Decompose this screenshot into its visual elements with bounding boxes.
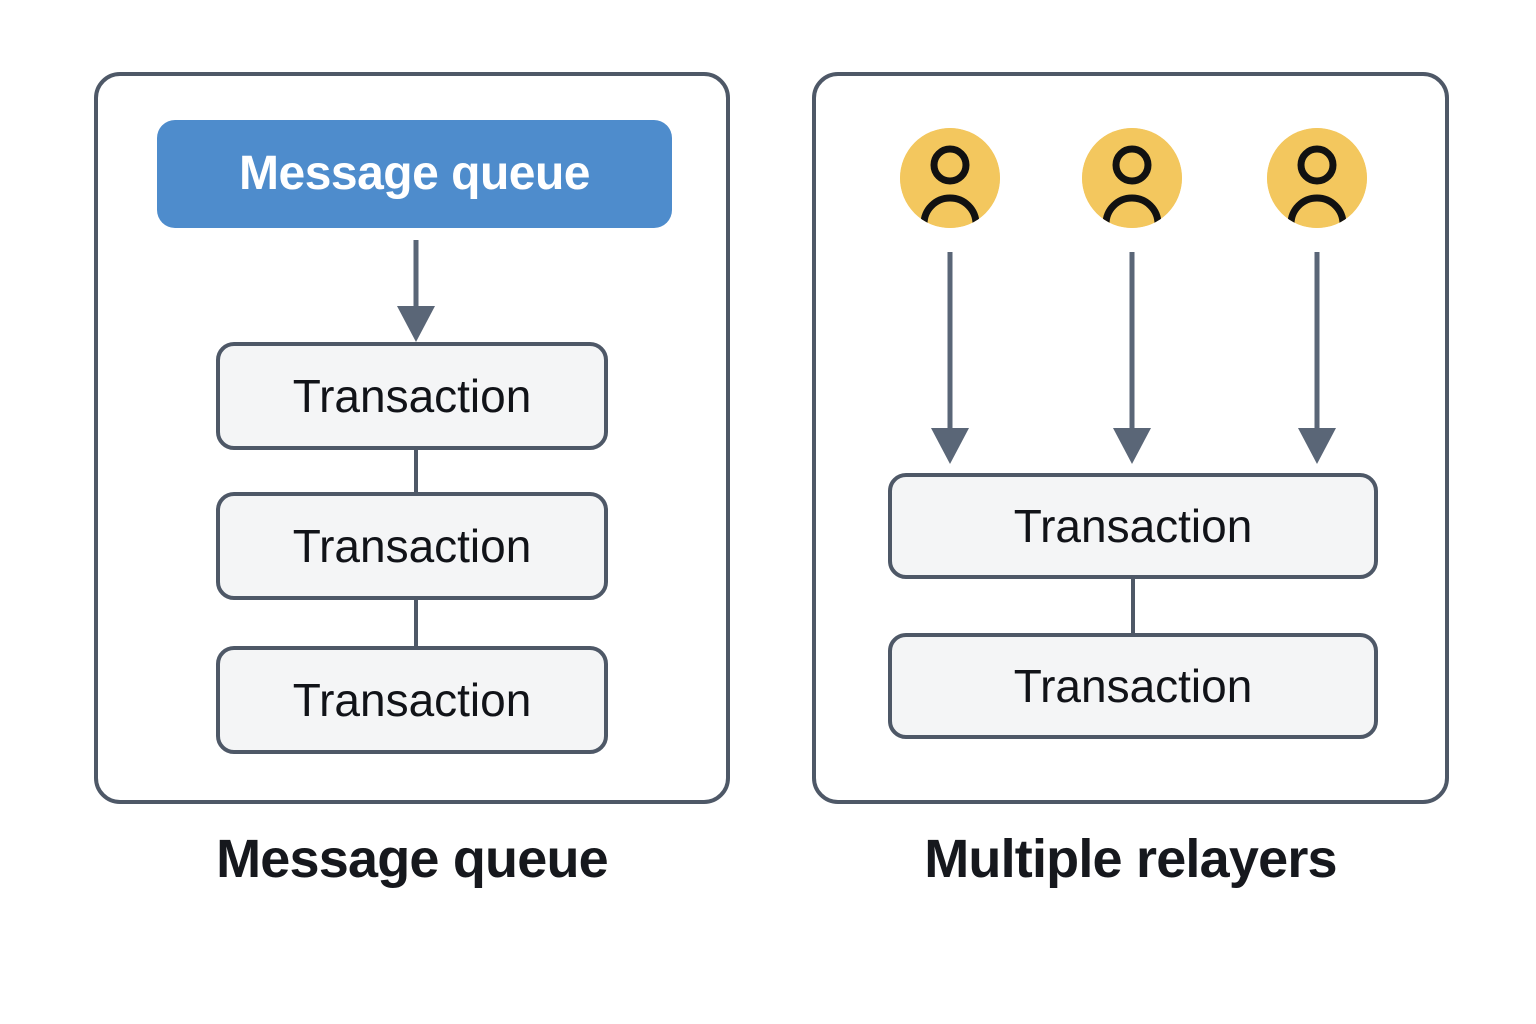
arrow-shaft (947, 252, 953, 430)
message-queue-chip-label: Message queue (239, 147, 590, 200)
transaction-label: Transaction (1013, 660, 1253, 712)
relayer-to-transaction-arrow (930, 252, 970, 464)
user-avatar-icon[interactable] (1082, 128, 1182, 228)
arrow-head-icon (397, 306, 435, 342)
transaction-connector (414, 600, 418, 646)
multiple-relayers-caption: Multiple relayers (924, 829, 1337, 889)
user-avatar-icon[interactable] (900, 128, 1000, 228)
transaction-box[interactable]: Transaction (888, 633, 1378, 739)
transaction-box[interactable]: Transaction (216, 646, 608, 754)
transaction-label: Transaction (292, 370, 532, 422)
transaction-connector (414, 450, 418, 492)
arrow-head-icon (1298, 428, 1336, 464)
transaction-box[interactable]: Transaction (216, 492, 608, 600)
arrow-shaft (413, 240, 419, 308)
arrow-head-icon (931, 428, 969, 464)
arrow-shaft (1129, 252, 1135, 430)
transaction-label: Transaction (292, 674, 532, 726)
transaction-connector (1131, 579, 1135, 633)
transaction-box[interactable]: Transaction (888, 473, 1378, 579)
transaction-label: Transaction (292, 520, 532, 572)
transaction-box[interactable]: Transaction (216, 342, 608, 450)
arrow-shaft (1314, 252, 1320, 430)
queue-to-transaction-arrow (396, 240, 436, 342)
message-queue-caption: Message queue (216, 829, 609, 889)
arrow-head-icon (1113, 428, 1151, 464)
transaction-label: Transaction (1013, 500, 1253, 552)
user-avatar-icon[interactable] (1267, 128, 1367, 228)
relayer-to-transaction-arrow (1112, 252, 1152, 464)
message-queue-chip[interactable]: Message queue (157, 120, 672, 228)
relayer-to-transaction-arrow (1297, 252, 1337, 464)
